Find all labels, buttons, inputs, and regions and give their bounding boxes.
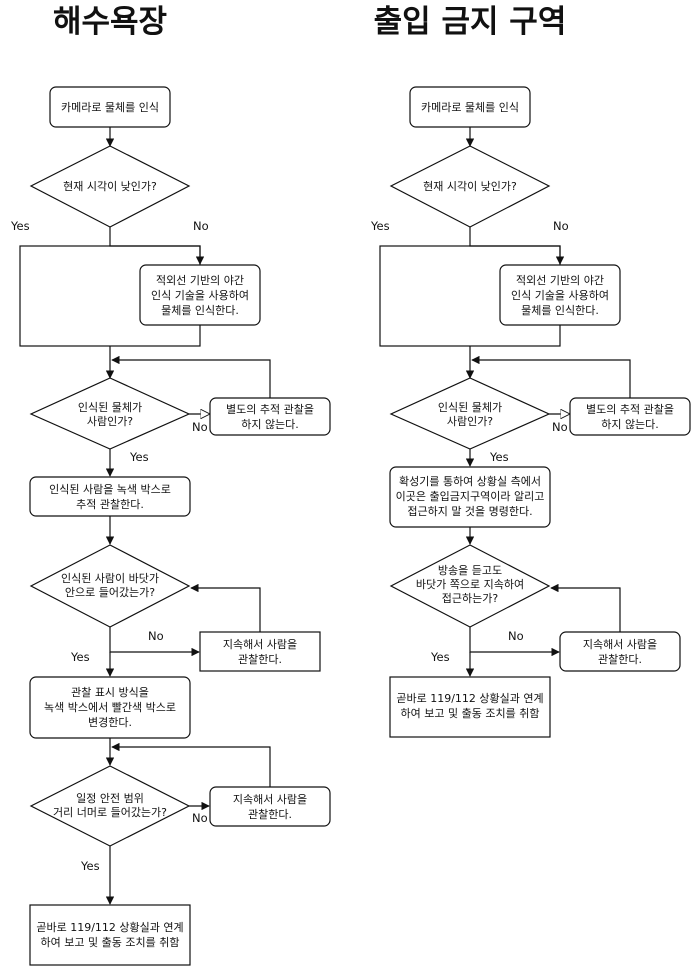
left-edges [19,127,271,905]
right-label-no-1: No [553,219,569,233]
right-title: 출입 금지 구역 [374,4,567,40]
right-node-night-vision: 적외선 기반의 야간 인식 기술을 사용하여 물체를 인식한다. [499,264,621,326]
left-is-person-line-2: 사람인가? [87,415,133,428]
right-no-tracking-line-1: 별도의 추적 관찰을 [586,403,674,416]
left-node-camera: 카메라로 물체를 인식 [49,86,171,128]
right-label-yes-1: Yes [370,219,390,233]
left-node-night-vision: 적외선 기반의 야간 인식 기술을 사용하여 물체를 인식한다. [139,264,261,326]
left-entered-sea-line-1: 인식된 사람이 바닷가 [61,572,159,585]
left-night-line-2: 인식 기술을 사용하여 [151,288,249,302]
left-decision-safe-range: 일정 안전 범위 거리 너머로 들어갔는가? [29,765,191,847]
right-approaching-line-3: 접근하는가? [442,591,499,605]
right-no-tracking-line-2: 하지 않는다. [601,417,659,431]
left-report-line-1: 곧바로 119/112 상황실과 연계 [36,921,183,934]
right-night-line-2: 인식 기술을 사용하여 [511,288,609,302]
right-node-camera-text: 카메라로 물체를 인식 [421,101,519,114]
left-report-line-2: 하여 보고 및 출동 조치를 취함 [41,935,180,949]
left-decision-entered-sea: 인식된 사람이 바닷가 안으로 들어갔는가? [29,544,191,628]
left-node-green-box: 인식된 사람을 녹색 박스로 추적 관찰한다. [29,476,191,517]
left-decision-is-person: 인식된 물체가 사람인가? [29,377,191,450]
left-safe-range-line-2: 거리 너머로 들어갔는가? [53,806,167,819]
right-node-loudspeaker: 확성기를 통하여 상황실 측에서 이곳은 출입금지구역이라 알리고 접근하지 말… [389,466,551,528]
left-is-person-line-1: 인식된 물체가 [78,401,142,414]
left-flowchart: 해수욕장 카메라로 물체를 [10,4,331,966]
left-label-no-1: No [193,219,209,233]
left-node-keep-watching-1: 지속해서 사람을 관찰한다. [199,631,321,672]
right-is-person-line-1: 인식된 물체가 [438,401,502,414]
right-is-person-line-2: 사람인가? [447,415,493,428]
right-loudspeaker-line-1: 확성기를 통하여 상황실 측에서 [399,474,541,488]
left-no-tracking-line-2: 하지 않는다. [241,417,299,431]
right-keep-watching-line-2: 관찰한다. [598,653,642,666]
right-label-no-2: No [552,420,568,434]
right-flowchart: 출입 금지 구역 카메라로 물체를 인식 현재 시각이 낮인가? Yes No [370,4,691,738]
left-node-camera-text: 카메라로 물체를 인식 [61,101,159,114]
right-node-report: 곧바로 119/112 상황실과 연계 하여 보고 및 출동 조치를 취함 [389,676,551,738]
right-report-line-2: 하여 보고 및 출동 조치를 취함 [401,706,540,720]
right-report-line-1: 곧바로 119/112 상황실과 연계 [396,692,543,705]
right-night-line-3: 물체를 인식한다. [521,304,599,317]
left-night-line-3: 물체를 인식한다. [161,304,239,317]
left-label-yes-4: Yes [80,859,100,873]
right-approaching-line-1: 방송을 듣고도 [438,564,502,577]
right-night-line-1: 적외선 기반의 야간 [516,274,604,287]
left-red-box-line-2: 녹색 박스에서 빨간색 박스로 [44,701,176,714]
left-red-box-line-1: 관찰 표시 방식을 [71,686,149,699]
right-decision-daytime-text: 현재 시각이 낮인가? [423,180,517,193]
left-entered-sea-line-2: 안으로 들어갔는가? [65,586,155,599]
right-node-camera: 카메라로 물체를 인식 [409,86,531,128]
left-label-no-2: No [192,420,208,434]
right-node-keep-watching: 지속해서 사람을 관찰한다. [559,631,681,672]
left-green-box-line-1: 인식된 사람을 녹색 박스로 [49,483,171,496]
left-safe-range-line-1: 일정 안전 범위 [76,791,144,805]
left-label-yes-1: Yes [10,219,30,233]
left-keep-watching-1-line-2: 관찰한다. [238,653,282,666]
right-loudspeaker-line-3: 접근하지 말 것을 명령한다. [407,504,532,518]
right-decision-still-approaching: 방송을 듣고도 바닷가 쪽으로 지속하여 접근하는가? [389,544,551,628]
left-title: 해수욕장 [53,4,167,40]
left-keep-watching-2-line-1: 지속해서 사람을 [233,792,307,806]
left-keep-watching-2-line-2: 관찰한다. [248,808,292,821]
left-label-no-4: No [192,811,208,825]
right-keep-watching-line-1: 지속해서 사람을 [583,637,657,651]
left-keep-watching-1-line-1: 지속해서 사람을 [223,637,297,651]
left-no-tracking-line-1: 별도의 추적 관찰을 [226,403,314,416]
right-approaching-line-2: 바닷가 쪽으로 지속하여 [416,577,524,591]
left-node-report: 곧바로 119/112 상황실과 연계 하여 보고 및 출동 조치를 취함 [29,904,191,966]
left-label-yes-3: Yes [70,650,90,664]
left-decision-daytime: 현재 시각이 낮인가? [29,145,191,228]
right-loudspeaker-line-2: 이곳은 출입금지구역이라 알리고 [396,489,545,503]
right-decision-is-person: 인식된 물체가 사람인가? [389,377,551,450]
left-night-line-1: 적외선 기반의 야간 [156,274,244,287]
left-node-keep-watching-2: 지속해서 사람을 관찰한다. [209,786,331,827]
right-label-yes-3: Yes [430,650,450,664]
left-label-no-3: No [148,629,164,643]
right-decision-daytime: 현재 시각이 낮인가? [389,145,551,228]
left-node-red-box: 관찰 표시 방식을 녹색 박스에서 빨간색 박스로 변경한다. [29,676,191,739]
right-label-no-3: No [508,629,524,643]
left-red-box-line-3: 변경한다. [88,716,132,729]
left-decision-daytime-text: 현재 시각이 낮인가? [63,180,157,193]
right-node-no-tracking: 별도의 추적 관찰을 하지 않는다. [569,397,691,436]
left-label-yes-2: Yes [129,450,149,464]
right-label-yes-2: Yes [489,450,509,464]
left-green-box-line-2: 추적 관찰한다. [76,498,144,511]
left-node-no-tracking: 별도의 추적 관찰을 하지 않는다. [209,397,331,436]
